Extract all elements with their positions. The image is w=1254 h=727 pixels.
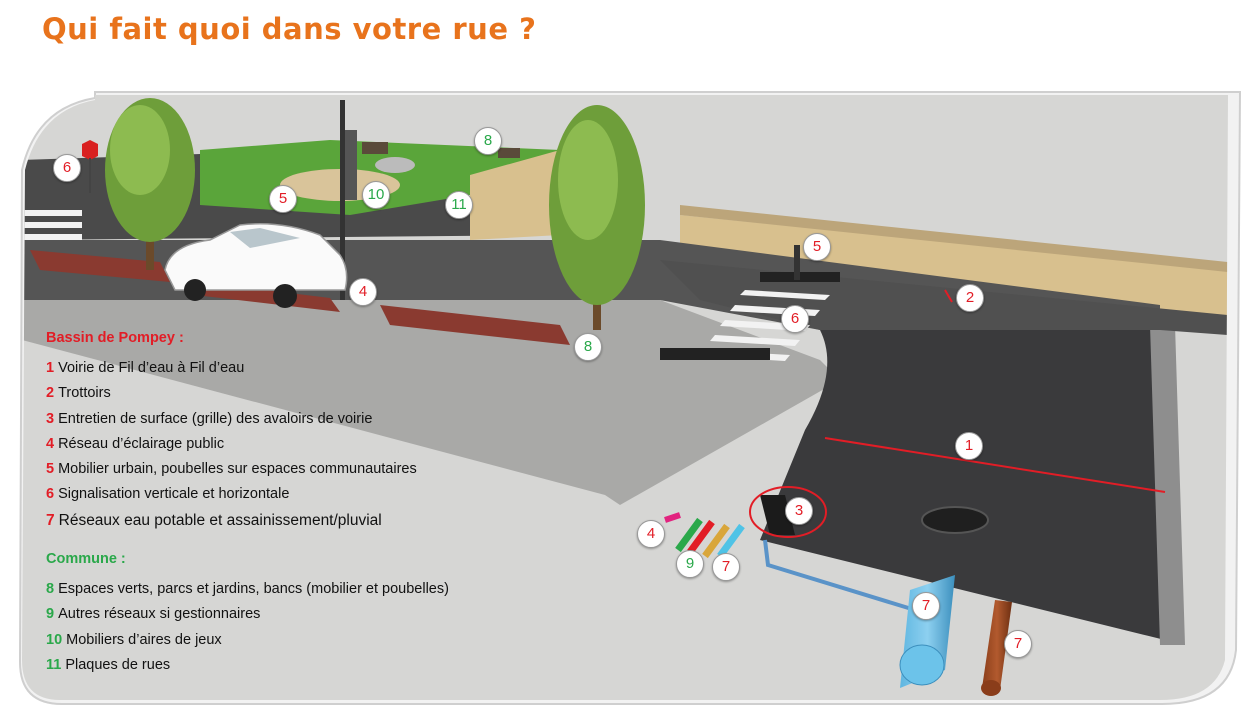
badge-8-bench: 8 [474,127,502,155]
page-title: Qui fait quoi dans votre rue ? [42,12,537,46]
badge-2-sidewalk: 2 [956,284,984,312]
badge-10-playground: 10 [362,181,390,209]
cross-road [760,330,1165,640]
bench [362,142,388,154]
badge-11-street-sign: 11 [445,191,473,219]
badge-9-other-networks: 9 [676,550,704,578]
stone-wall-left [470,150,560,240]
badge-3-drain: 3 [785,497,813,525]
badge-7-water-line: 7 [712,553,740,581]
picnic-table [375,157,415,173]
roadway-marker-line [824,437,1166,493]
badge-8-green-strip: 8 [574,333,602,361]
badge-7-water-pipe: 7 [912,592,940,620]
car [164,223,348,308]
sewer-pipe [981,600,1012,696]
manhole-grate [921,506,989,534]
badge-6-stop-sign: 6 [53,154,81,182]
stop-sign [82,140,98,160]
street-lamp [340,100,345,300]
sidewalk [22,300,840,505]
legend-bassin-heading: Bassin de Pompey : [46,330,184,346]
badge-4-lighting-cable: 4 [637,520,665,548]
badge-5-bollard: 5 [803,233,831,261]
badge-1-roadway: 1 [955,432,983,460]
badge-7-sewer-pipe: 7 [1004,630,1032,658]
buried-networks [664,512,916,612]
tree-left [105,98,195,270]
badge-5-furniture-park: 5 [269,185,297,213]
badge-6-crossing: 6 [781,305,809,333]
tree-right [549,105,645,330]
street-drain [660,348,770,360]
badge-4-street-lamp: 4 [349,278,377,306]
right-curb [1150,325,1185,645]
legend-commune-heading: Commune : [46,551,126,568]
drain-highlight-ring [749,486,827,538]
bollard [794,245,800,280]
